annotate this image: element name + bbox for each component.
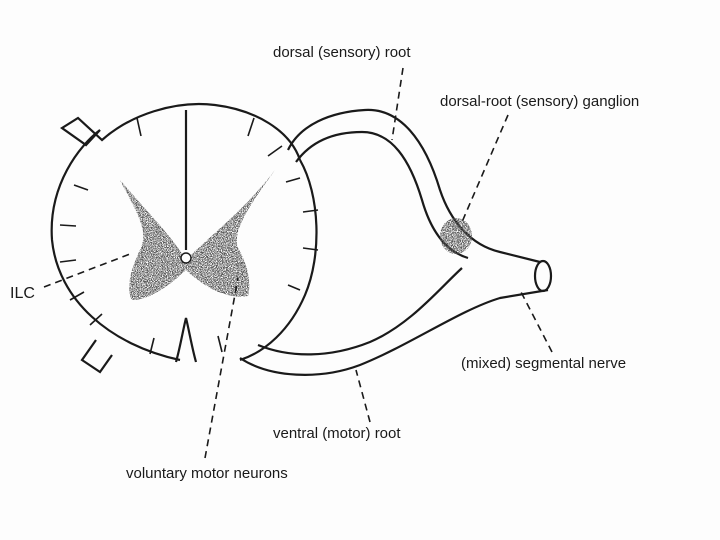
- dorsal-root-inner: [295, 130, 469, 260]
- ventral-root-outer: [239, 288, 549, 376]
- label-dorsal-root: dorsal (sensory) root: [273, 44, 411, 61]
- ganglion-stipple: [440, 218, 472, 254]
- label-ilc: ILC: [10, 285, 35, 302]
- nerve-roots: [239, 108, 549, 376]
- leader-voluntary: [204, 277, 239, 459]
- cord-ticks: [59, 117, 319, 355]
- label-mixed-segmental-nerve: (mixed) segmental nerve: [461, 355, 627, 372]
- ventral-root-inner: [257, 267, 463, 356]
- gray-matter: [120, 170, 275, 300]
- spinal-cord-outline: [50, 103, 318, 374]
- leader-ganglion: [461, 114, 509, 223]
- leader-mixed-nerve: [519, 289, 553, 353]
- central-canal: [180, 252, 192, 264]
- label-ventral-root: ventral (motor) root: [273, 425, 401, 442]
- leader-lines: [43, 67, 553, 459]
- leader-ilc: [43, 253, 131, 288]
- label-voluntary-motor-neurons: voluntary motor neurons: [126, 465, 288, 482]
- leader-ventral-root: [355, 369, 371, 423]
- segmental-nerve-end: [533, 259, 553, 293]
- label-dorsal-root-ganglion: dorsal-root (sensory) ganglion: [440, 93, 640, 110]
- dorsal-root-outer: [287, 108, 541, 264]
- leader-dorsal-root: [391, 67, 404, 141]
